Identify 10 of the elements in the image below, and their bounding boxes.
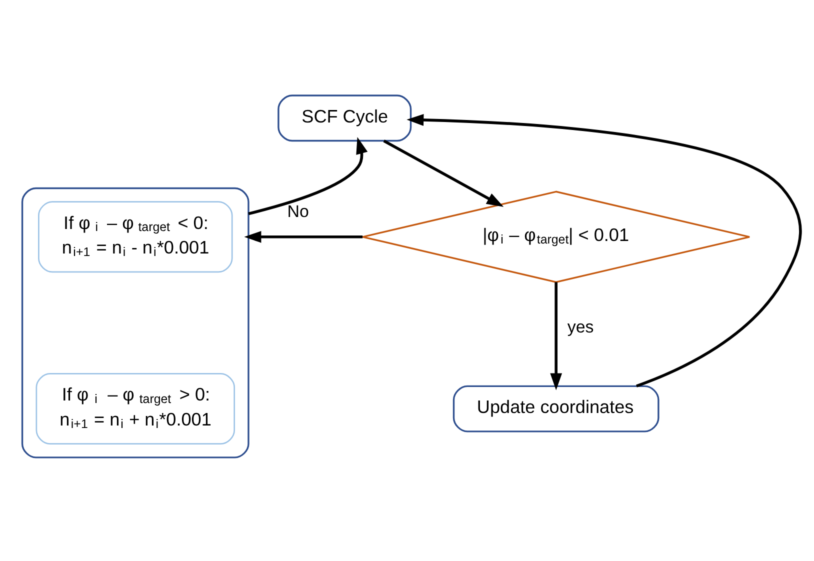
arrow: [248, 136, 368, 215]
node-box: SCF Cycle: [278, 94, 412, 142]
arrow: [550, 282, 562, 390]
arrow: [244, 230, 363, 242]
edge-label: No: [287, 202, 309, 221]
edge-label: yes: [567, 316, 594, 336]
arrow: [383, 139, 504, 206]
cluster: [21, 186, 250, 458]
arrow: [406, 114, 802, 387]
node-box: Update coordinates: [452, 384, 660, 432]
